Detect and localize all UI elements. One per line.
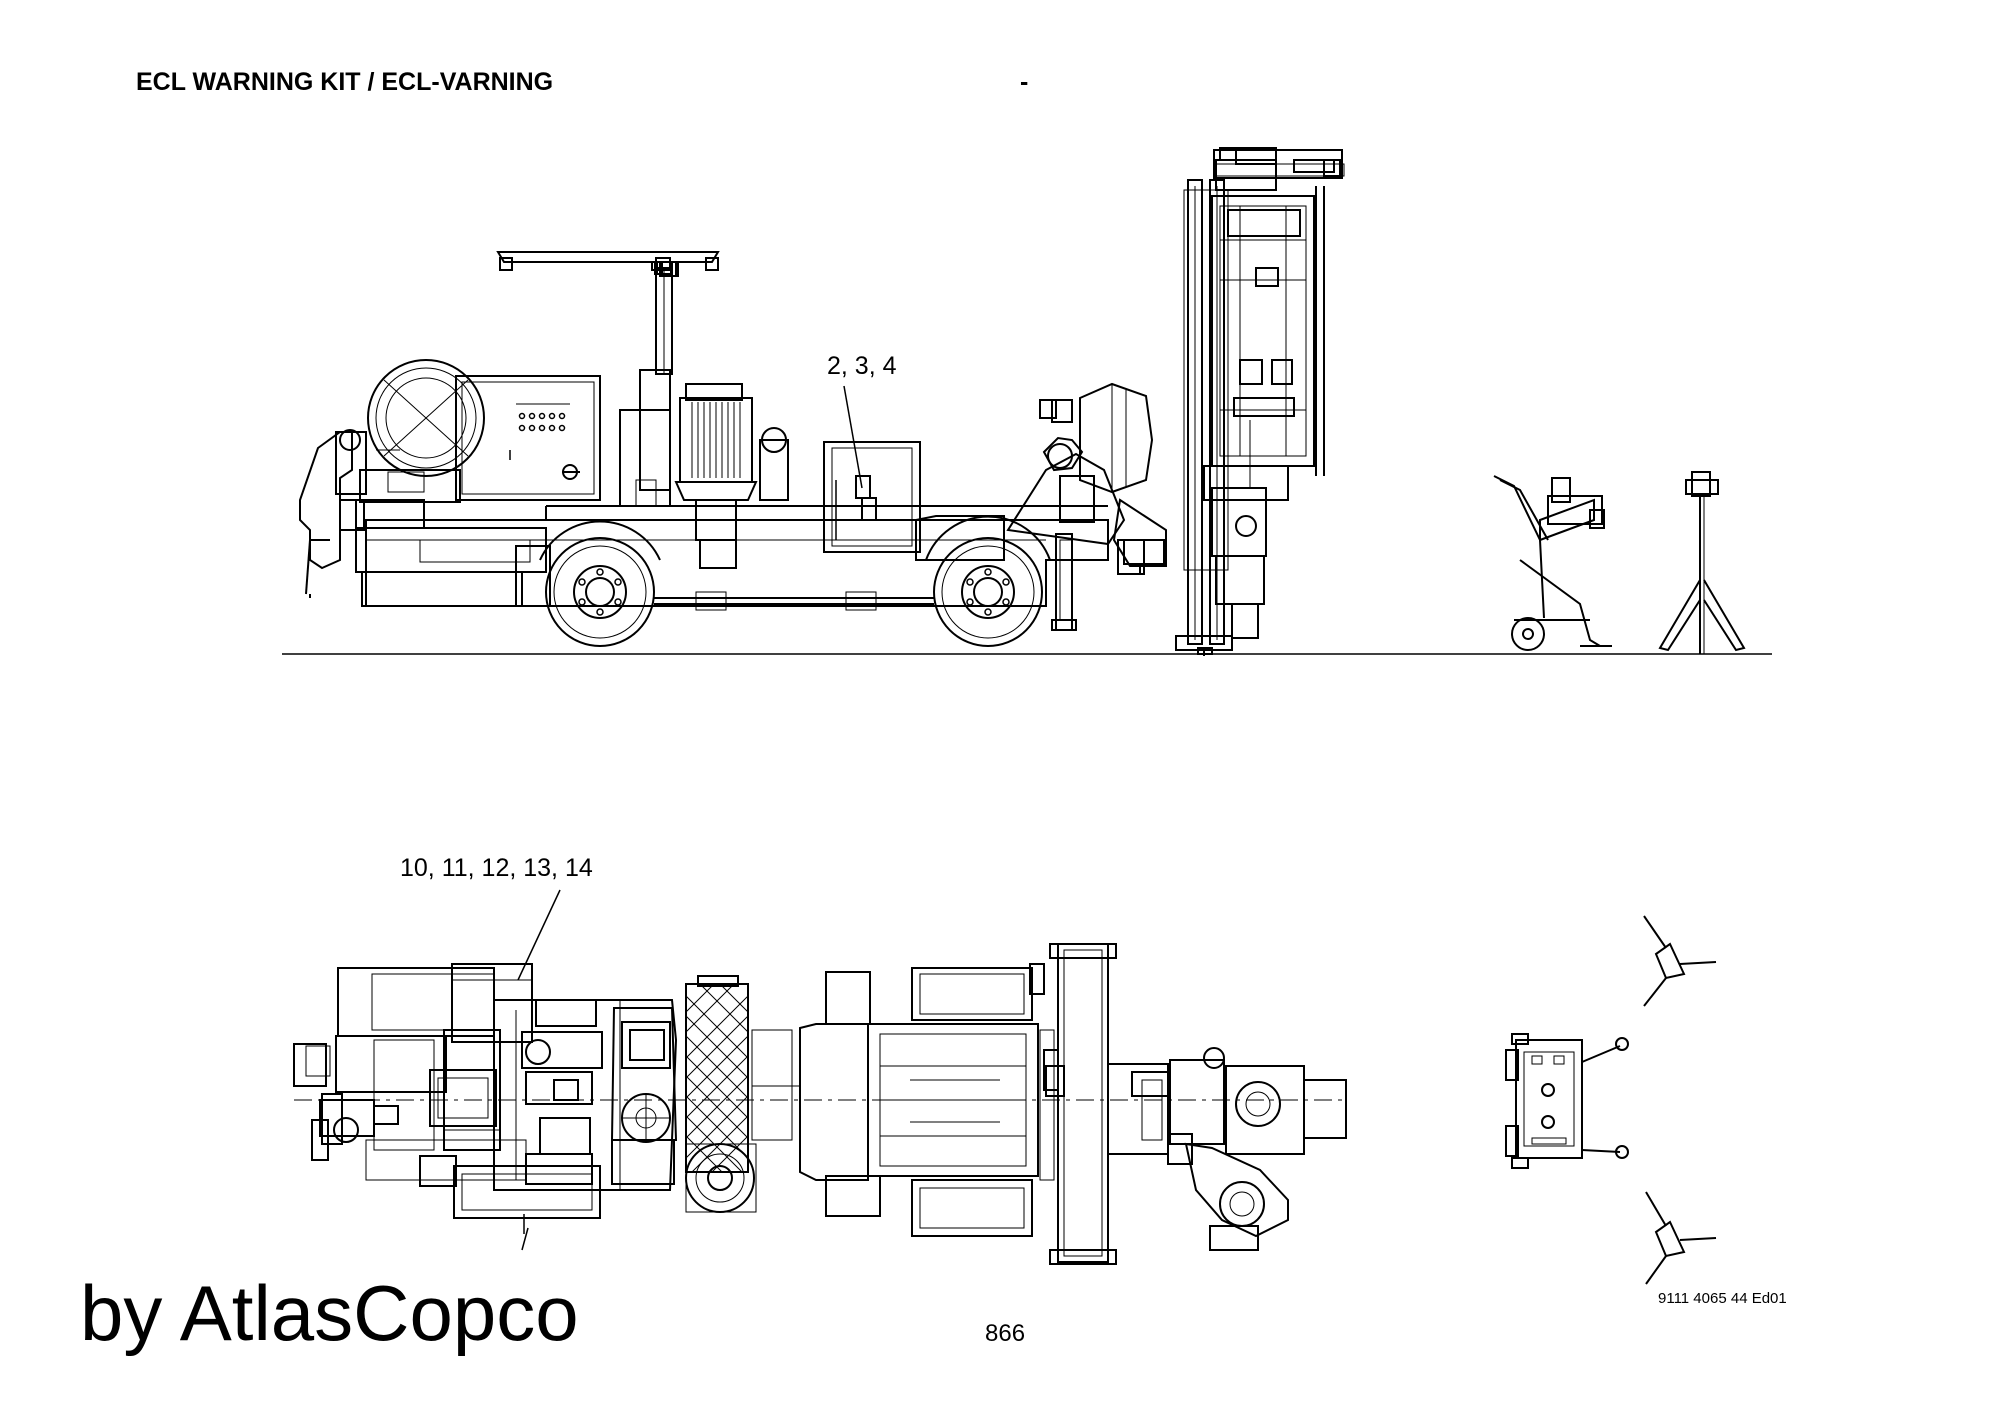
callout-side-view: 2, 3, 4 bbox=[827, 352, 897, 380]
page-number: 866 bbox=[985, 1320, 1026, 1347]
callout-top-view: 10, 11, 12, 13, 14 bbox=[400, 854, 593, 882]
light-cart-top bbox=[1506, 1034, 1628, 1168]
light-cart-side bbox=[1494, 476, 1612, 650]
page-title: ECL WARNING KIT / ECL-VARNING bbox=[136, 68, 554, 96]
side-view-rig bbox=[282, 148, 1772, 656]
callout-leader-top bbox=[518, 890, 560, 980]
watermark-text: by AtlasCopco bbox=[80, 1269, 579, 1357]
tripod-lamp-top-upper bbox=[1644, 916, 1716, 1006]
top-view-rig bbox=[294, 944, 1346, 1264]
header-dash: - bbox=[1020, 68, 1029, 96]
tripod-lamp-side bbox=[1660, 472, 1744, 654]
document-number: 9111 4065 44 Ed01 bbox=[1658, 1290, 1787, 1307]
tripod-lamp-top-lower bbox=[1646, 1192, 1716, 1284]
